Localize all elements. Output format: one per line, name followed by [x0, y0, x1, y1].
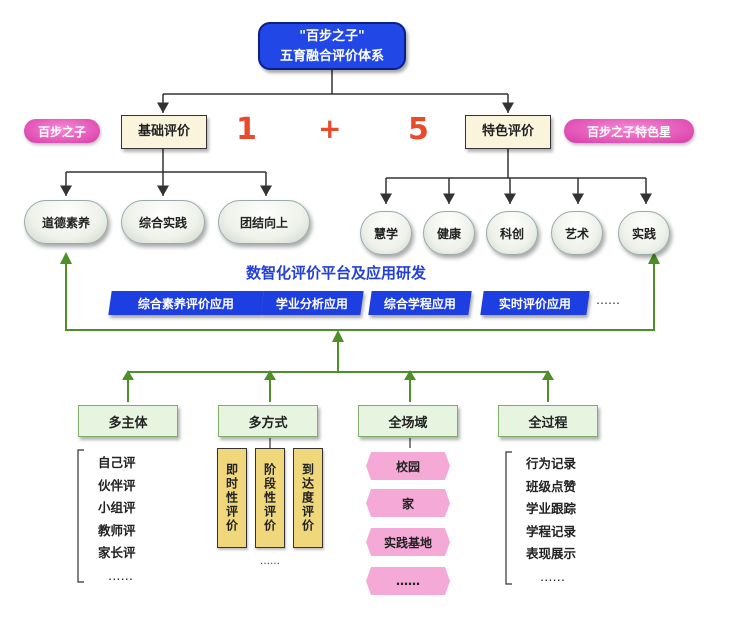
- list-item: 行为记录: [526, 456, 577, 471]
- formula-one: 1: [236, 112, 257, 147]
- basic-item-practice: 综合实践: [121, 200, 205, 244]
- field-item-more: ……: [366, 567, 450, 595]
- method-column-instant: 即时性评价: [217, 448, 247, 548]
- field-item-home: 家: [366, 489, 450, 517]
- all-process-list: 行为记录 班级点赞 学业跟踪 学程记录 表现展示 ……: [526, 453, 576, 588]
- field-item-practice-base: 实践基地: [366, 528, 450, 556]
- method-column-stage: 阶段性评价: [255, 448, 285, 548]
- feature-item-practice: 实践: [618, 211, 670, 255]
- category-all-field: 全场域: [358, 405, 458, 437]
- category-all-process: 全过程: [498, 405, 598, 437]
- list-item: ……: [540, 568, 565, 584]
- app-button-comprehensive[interactable]: 综合素养评价应用: [108, 291, 264, 315]
- list-item: 班级点赞: [526, 478, 577, 494]
- formula-five: 5: [408, 112, 429, 147]
- right-tag: 百步之子特色星: [564, 119, 694, 143]
- category-multi-method: 多方式: [218, 405, 318, 437]
- top-node-subtitle: 五育融合评价体系: [279, 49, 384, 64]
- list-item: ……: [108, 567, 133, 583]
- feature-eval-box: 特色评价: [465, 115, 551, 149]
- feature-item-health: 健康: [423, 211, 475, 255]
- platform-title: 数智化评价平台及应用研发: [246, 264, 427, 282]
- app-button-learning-process[interactable]: 综合学程应用: [368, 291, 472, 315]
- method-column-achievement: 到达度评价: [293, 448, 323, 548]
- app-label-comprehensive: 综合素养评价应用: [137, 296, 234, 311]
- list-item: 小组评: [98, 500, 136, 515]
- feature-item-study: 慧学: [360, 211, 412, 255]
- app-label-realtime: 实时评价应用: [498, 296, 571, 311]
- app-more: ……: [596, 293, 620, 307]
- category-multi-subject: 多主体: [78, 405, 178, 437]
- app-button-realtime[interactable]: 实时评价应用: [480, 291, 590, 315]
- top-node-title: "百步之子": [299, 29, 365, 44]
- app-label-learning-process: 综合学程应用: [383, 296, 456, 311]
- top-node-system: "百步之子" 五育融合评价体系: [258, 22, 406, 70]
- list-item: 家长评: [98, 545, 136, 560]
- basic-item-unity: 团结向上: [218, 200, 310, 244]
- feature-item-art: 艺术: [551, 211, 603, 255]
- list-item: 伙伴评: [98, 477, 136, 493]
- field-item-campus: 校园: [366, 452, 450, 480]
- app-button-academic[interactable]: 学业分析应用: [260, 291, 364, 315]
- app-label-academic: 学业分析应用: [275, 296, 348, 311]
- basic-item-moral: 道德素养: [24, 200, 108, 244]
- method-more: ……: [260, 556, 280, 567]
- list-item: 表现展示: [526, 546, 577, 561]
- formula-plus: +: [318, 112, 342, 145]
- list-item: 教师评: [98, 522, 136, 538]
- list-item: 学程记录: [526, 523, 577, 539]
- feature-item-tech: 科创: [486, 211, 538, 255]
- left-tag: 百步之子: [24, 119, 100, 143]
- multi-subject-list: 自己评 伙伴评 小组评 教师评 家长评 ……: [98, 452, 136, 587]
- basic-eval-box: 基础评价: [121, 115, 207, 149]
- list-item: 学业跟踪: [526, 501, 577, 516]
- list-item: 自己评: [98, 455, 136, 470]
